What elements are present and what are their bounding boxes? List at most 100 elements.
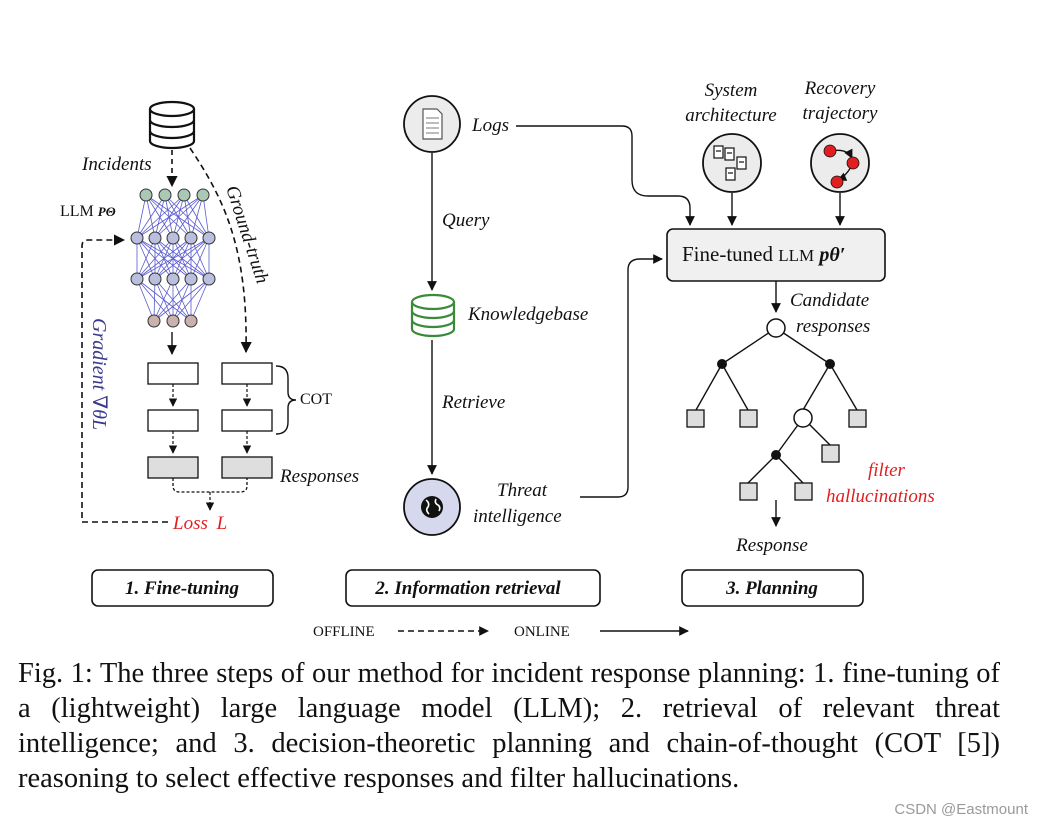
neural-network-icon bbox=[130, 188, 216, 328]
filter-label: filter bbox=[868, 460, 906, 481]
incidents-label: Incidents bbox=[81, 154, 152, 175]
nn-edge bbox=[153, 278, 210, 322]
tree-decision-node bbox=[771, 450, 781, 460]
watermark: CSDN @Eastmount bbox=[894, 801, 1028, 818]
nn-edge bbox=[136, 278, 174, 322]
legend-online-label: ONLINE bbox=[514, 624, 570, 640]
nn-edge bbox=[153, 278, 192, 322]
globe-icon bbox=[421, 496, 443, 518]
document-icon bbox=[422, 108, 443, 140]
tree-decision-node bbox=[825, 359, 835, 369]
candidate-responses-label: responses bbox=[796, 316, 870, 337]
nn-edge bbox=[172, 278, 210, 322]
nn-edge bbox=[136, 278, 155, 322]
candidate-label: Candidate bbox=[790, 290, 869, 311]
retrieval-section-box bbox=[345, 569, 601, 607]
legend-offline-label: OFFLINE bbox=[313, 624, 375, 640]
nn-edge bbox=[136, 194, 185, 239]
system-label-line2: architecture bbox=[685, 105, 776, 126]
responses-label: Responses bbox=[279, 466, 359, 487]
servers-icon bbox=[713, 145, 747, 181]
nn-edge bbox=[154, 194, 204, 239]
nn-node bbox=[184, 272, 198, 286]
gradient-label: Gradient ∇θL bbox=[88, 318, 110, 430]
cot-brace bbox=[275, 365, 297, 435]
cot-step-box bbox=[147, 362, 199, 385]
figure-caption: Fig. 1: The three steps of our method fo… bbox=[18, 658, 1000, 794]
nn-edge bbox=[145, 194, 210, 239]
cot-step-box bbox=[221, 409, 273, 432]
nn-node bbox=[202, 272, 216, 286]
llm-label: LLM pθ bbox=[60, 200, 116, 221]
nn-node bbox=[148, 231, 162, 245]
nn-edge bbox=[190, 194, 204, 239]
nn-node bbox=[196, 188, 210, 202]
nn-node bbox=[166, 314, 180, 328]
tree-leaf bbox=[739, 409, 758, 428]
hallucinations-label: hallucinations bbox=[826, 486, 935, 507]
tree-leaf bbox=[821, 444, 840, 463]
nn-node bbox=[158, 188, 172, 202]
nn-node bbox=[130, 272, 144, 286]
planning-panel: System architecture Recovery trajectory … bbox=[666, 78, 935, 607]
response-label: Response bbox=[735, 535, 808, 556]
threat-to-llm-arrow bbox=[580, 254, 663, 498]
retrieval-panel: Logs Query Knowledgebase Retrieve Threat… bbox=[345, 95, 695, 607]
tree-leaf bbox=[848, 409, 867, 428]
nn-node bbox=[130, 231, 144, 245]
nn-edge bbox=[136, 237, 156, 280]
planning-section-title: 3. Planning bbox=[725, 578, 818, 599]
tree-decision-node bbox=[717, 359, 727, 369]
nn-node bbox=[177, 188, 191, 202]
trajectory-icon bbox=[823, 144, 860, 189]
response-box bbox=[147, 456, 199, 479]
nn-edge bbox=[145, 194, 174, 239]
nn-edge bbox=[136, 237, 174, 280]
nn-node bbox=[166, 272, 180, 286]
loss-label: Loss L bbox=[172, 513, 227, 534]
nn-edge bbox=[136, 194, 147, 239]
tree-leaf bbox=[794, 482, 813, 501]
nn-edge bbox=[164, 194, 210, 239]
legend: OFFLINE ONLINE bbox=[313, 624, 689, 640]
retrieve-label: Retrieve bbox=[441, 392, 505, 413]
nn-node bbox=[139, 188, 153, 202]
nn-node bbox=[184, 314, 198, 328]
nn-edge bbox=[136, 237, 192, 280]
nn-edge bbox=[164, 194, 192, 239]
incidents-database-icon bbox=[148, 100, 196, 150]
tree-chance-node bbox=[793, 408, 813, 428]
nn-node bbox=[184, 231, 198, 245]
nn-edge bbox=[183, 194, 210, 239]
ground-truth-label: Ground-truth bbox=[221, 183, 272, 286]
cot-label: COT bbox=[300, 391, 332, 408]
nn-edge bbox=[153, 278, 174, 322]
nn-edge bbox=[172, 194, 204, 239]
retrieval-section-title: 2. Information retrieval bbox=[374, 578, 561, 599]
recovery-label-line1: Recovery bbox=[804, 78, 876, 99]
tree-leaf bbox=[686, 409, 705, 428]
loss-merge bbox=[172, 478, 248, 493]
nn-node bbox=[147, 314, 161, 328]
knowledgebase-database-icon bbox=[410, 293, 456, 338]
finetune-panel: Incidents Ground-truth LLM pθ COT Respon… bbox=[60, 100, 359, 607]
nn-edge bbox=[136, 194, 204, 239]
nn-edge bbox=[136, 194, 166, 239]
nn-edge bbox=[183, 194, 192, 239]
tree-leaf bbox=[739, 482, 758, 501]
logs-label: Logs bbox=[471, 115, 509, 136]
logs-to-llm-arrow bbox=[516, 125, 695, 226]
gradient-feedback-arrow bbox=[81, 234, 168, 523]
tree-root-node bbox=[766, 318, 786, 338]
nn-node bbox=[202, 231, 216, 245]
nn-edge bbox=[190, 278, 210, 322]
nn-edge bbox=[190, 237, 210, 280]
planning-section-box bbox=[681, 569, 864, 607]
nn-edge bbox=[164, 194, 174, 239]
intelligence-label: intelligence bbox=[473, 506, 562, 527]
system-label-line1: System bbox=[705, 80, 758, 101]
threat-label: Threat bbox=[497, 480, 548, 501]
finetuned-llm-label: Fine-tuned LLM pθ′ bbox=[682, 242, 845, 266]
planning-tree bbox=[695, 327, 858, 484]
